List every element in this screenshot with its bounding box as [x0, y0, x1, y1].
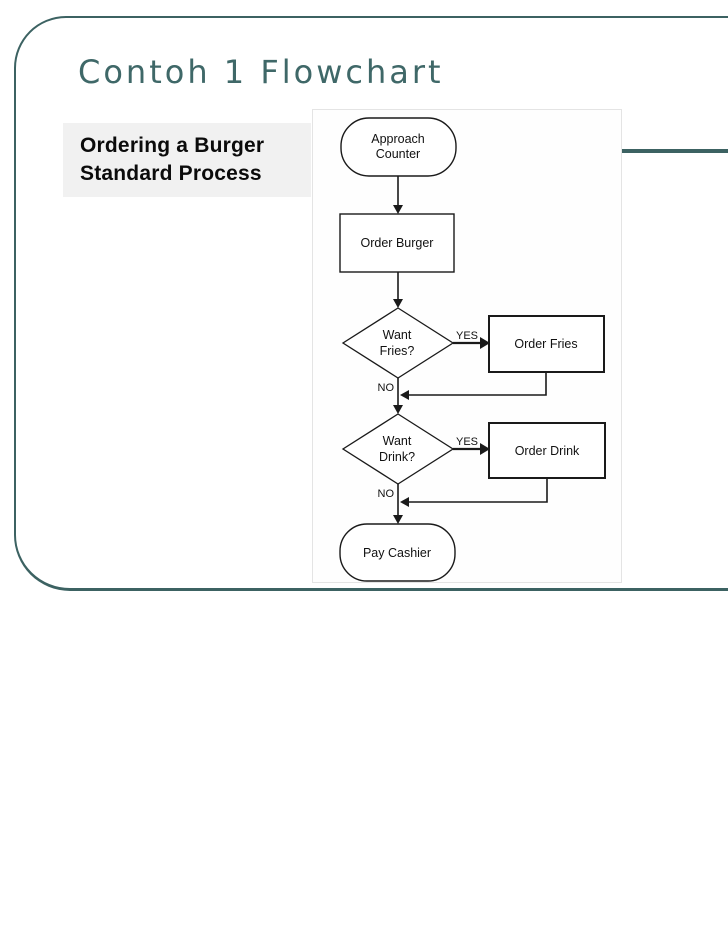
arrowhead-into-want-fries — [393, 299, 403, 308]
process-order-burger — [339, 213, 455, 273]
label-order-burger: Order Burger — [361, 236, 434, 250]
flowchart-diagram: Approach Counter Order Burger Want Fries… — [339, 117, 606, 582]
arrowhead-into-pay-cashier — [393, 515, 403, 524]
decision-want-fries — [341, 307, 455, 379]
label-want-1: Want — [383, 328, 412, 342]
label-order-fries: Order Fries — [514, 337, 577, 351]
label-counter: Counter — [376, 147, 420, 161]
label-no-2: NO — [378, 488, 395, 500]
connector-order-fries-return — [407, 372, 547, 396]
label-approach: Approach — [371, 132, 425, 146]
process-order-fries — [488, 315, 605, 373]
label-drink: Drink? — [379, 450, 415, 464]
terminator-pay-cashier — [339, 523, 456, 582]
arrowhead-into-want-drink — [393, 405, 403, 414]
caption-line-1: Ordering a Burger — [80, 134, 265, 157]
caption-image: Ordering a Burger Standard Process — [63, 123, 311, 197]
caption-line-2: Standard Process — [80, 162, 262, 185]
title-rule-line — [616, 149, 728, 153]
label-yes-1: YES — [456, 330, 478, 342]
connector-order-drink-return — [407, 478, 548, 503]
slide-title: Contoh 1 Flowchart — [78, 53, 444, 91]
label-want-2: Want — [383, 434, 412, 448]
arrowhead-fries-return — [400, 390, 409, 400]
label-pay-cashier: Pay Cashier — [363, 546, 431, 560]
flowchart-image: Approach Counter Order Burger Want Fries… — [312, 109, 622, 583]
slide-frame-border — [14, 16, 728, 591]
label-no-1: NO — [378, 382, 395, 394]
arrowhead-into-order-drink — [480, 443, 490, 455]
label-yes-2: YES — [456, 436, 478, 448]
decision-want-drink — [341, 413, 455, 485]
label-order-drink: Order Drink — [515, 444, 580, 458]
arrowhead-into-order-burger — [393, 205, 403, 214]
arrowhead-drink-return — [400, 497, 409, 507]
arrowhead-into-order-fries — [480, 337, 490, 349]
label-fries: Fries? — [380, 344, 415, 358]
